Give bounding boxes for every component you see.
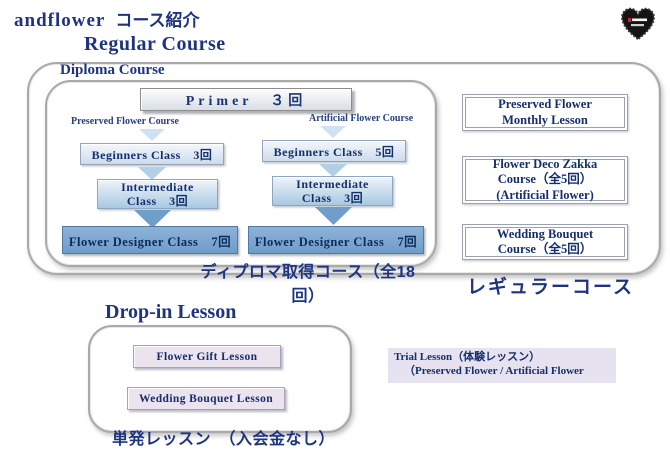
page-title-en: andflower [14,10,106,31]
beginners-class-artificial-box: Beginners Class 5回 [262,140,406,162]
side-course-line: Preserved Flower [498,97,592,112]
heart-shape [621,7,655,41]
beginners-class-preserved-box: Beginners Class 3回 [80,143,224,165]
flower-designer-class-preserved-box: Flower Designer Class 7回 [62,226,238,254]
intermediate-class-preserved-box: Intermediate Class 3回 [97,179,218,209]
primer-course-label: Primer ３回 [185,93,307,109]
beginners-class-preserved-label: Beginners Class 3回 [91,147,213,162]
dropin-lesson-heading: Drop-in Lesson [105,301,237,323]
artificial-flower-course-label: Artificial Flower Course [309,113,414,124]
preserved-flower-monthly-lesson-text: Preserved Flower Monthly Lesson [465,97,625,128]
intermediate-class-artificial-box: Intermediate Class 3回 [272,176,393,206]
intermediate-line1: Intermediate [121,179,194,194]
side-course-line: Course（全5回） [497,242,593,256]
regular-course-heading: Regular Course [84,33,226,55]
intermediate-line2: Class 3回 [301,191,364,205]
diploma-course-heading: Diploma Course [60,62,165,78]
side-course-line: Flower Deco Zakka [492,157,598,172]
beginners-class-artificial-label: Beginners Class 5回 [273,144,395,159]
side-course-line: Monthly Lesson [502,112,588,127]
intermediate-line2: Class 3回 [126,194,189,208]
wedding-bouquet-course-text: Wedding Bouquet Course（全5回） [465,227,625,257]
heart-logo-icon [616,5,660,43]
side-course-line: (Artificial Flower) [496,187,594,202]
trial-lesson-line2: （Preserved Flower / Artificial Flower [404,364,584,377]
flower-deco-zakka-course-box: Flower Deco Zakka Course（全5回） (Artificia… [462,156,628,204]
wedding-bouquet-lesson-label: Wedding Bouquet Lesson [138,392,274,405]
flower-designer-preserved-label: Flower Designer Class 7回 [68,234,232,249]
page-title: andflower コース紹介 [14,6,199,32]
primer-course-box: Primer ３回 [140,88,352,111]
dropin-lesson-caption: 単発レッスン （入会金なし） [112,431,336,448]
preserved-flower-monthly-lesson-box: Preserved Flower Monthly Lesson [462,94,628,131]
regular-course-label-jp: レギュラーコース [467,277,635,298]
trial-lesson-line1: Trial Lesson（体験レッスン） [394,351,541,363]
dropin-lesson-frame [88,325,352,433]
wedding-bouquet-lesson-box: Wedding Bouquet Lesson [127,387,285,410]
page-title-jp: コース紹介 [115,11,200,30]
side-course-line: Course（全5回） [497,172,593,187]
flower-gift-lesson-label: Flower Gift Lesson [156,350,258,363]
side-course-line: Wedding Bouquet [496,226,594,241]
trial-lesson-box: Trial Lesson（体験レッスン） （Preserved Flower /… [388,348,616,383]
wedding-bouquet-course-box: Wedding Bouquet Course（全5回） [462,224,628,260]
diploma-course-caption: ディプロマ取得コース（全18回） [200,264,416,305]
preserved-flower-course-label: Preserved Flower Course [71,116,179,127]
flower-designer-class-artificial-box: Flower Designer Class 7回 [248,226,424,254]
flower-deco-zakka-course-text: Flower Deco Zakka Course（全5回） (Artificia… [465,157,625,202]
flower-gift-lesson-box: Flower Gift Lesson [133,345,281,368]
flower-designer-artificial-label: Flower Designer Class 7回 [254,234,418,249]
intermediate-line1: Intermediate [296,176,369,191]
